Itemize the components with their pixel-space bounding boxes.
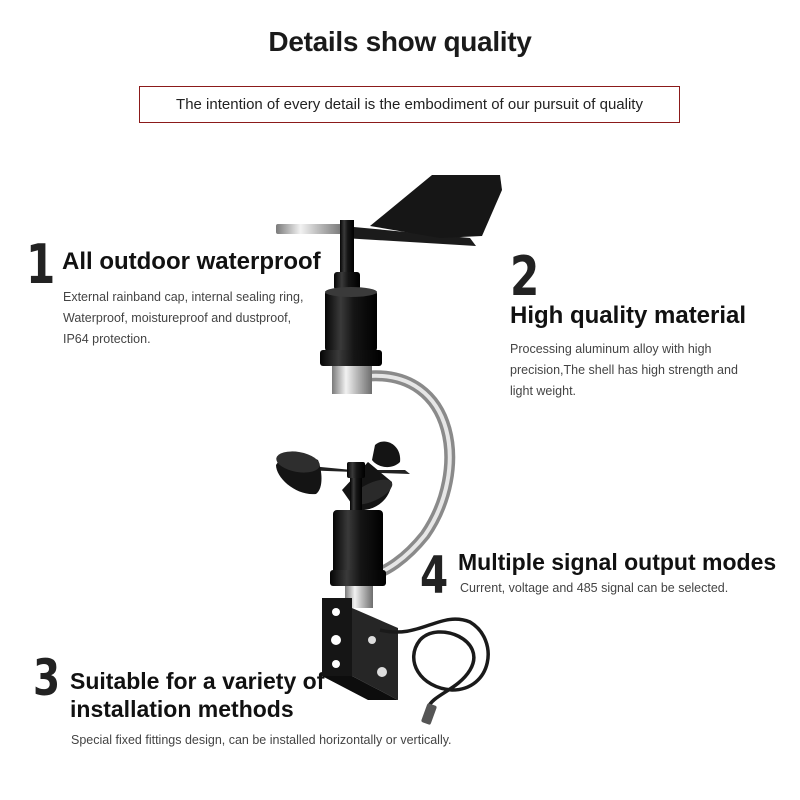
mounting-bracket [322,598,398,700]
feature-1-number: 1 [26,233,56,296]
feature-2-line: precision,The shell has high strength an… [510,363,738,377]
feature-3-description: Special fixed fittings design, can be in… [71,730,452,751]
wind-speed-housing [330,478,386,608]
subtitle-text: The intention of every detail is the emb… [176,96,643,113]
feature-2-line: Processing aluminum alloy with high [510,342,712,356]
page-title: Details show quality [268,26,532,57]
feature-3-number: 3 [33,649,61,707]
wind-vane [276,175,502,290]
feature-1-line: External rainband cap, internal sealing … [63,290,304,304]
feature-3-title: Suitable for a variety of installation m… [70,668,324,723]
feature-1-description: External rainband cap, internal sealing … [63,287,303,350]
feature-1-line: Waterproof, moistureproof and dustproof, [63,311,292,325]
feature-3-line: Special fixed fittings design, can be in… [71,733,452,747]
feature-4-description: Current, voltage and 485 signal can be s… [460,578,728,599]
feature-2-title: High quality material [510,302,747,329]
feature-4-number: 4 [420,546,449,606]
feature-1-line: IP64 protection. [63,332,151,346]
wind-direction-housing [320,287,382,394]
feature-4-line: Current, voltage and 485 signal can be s… [460,581,729,595]
feature-3-title-line: installation methods [70,695,294,722]
feature-2-number: 2 [510,245,540,308]
curved-arm-highlight [366,373,452,577]
feature-2-line: light weight. [510,384,577,398]
feature-3-title-line: Suitable for a variety of [70,668,325,694]
subtitle-banner: The intention of every detail is the emb… [139,86,680,123]
signal-cable [379,617,490,725]
anemometer-cups [276,441,410,511]
feature-4-title: Multiple signal output modes [458,549,777,575]
feature-2-description: Processing aluminum alloy with high prec… [510,339,738,402]
feature-1-title: All outdoor waterproof [62,248,321,275]
